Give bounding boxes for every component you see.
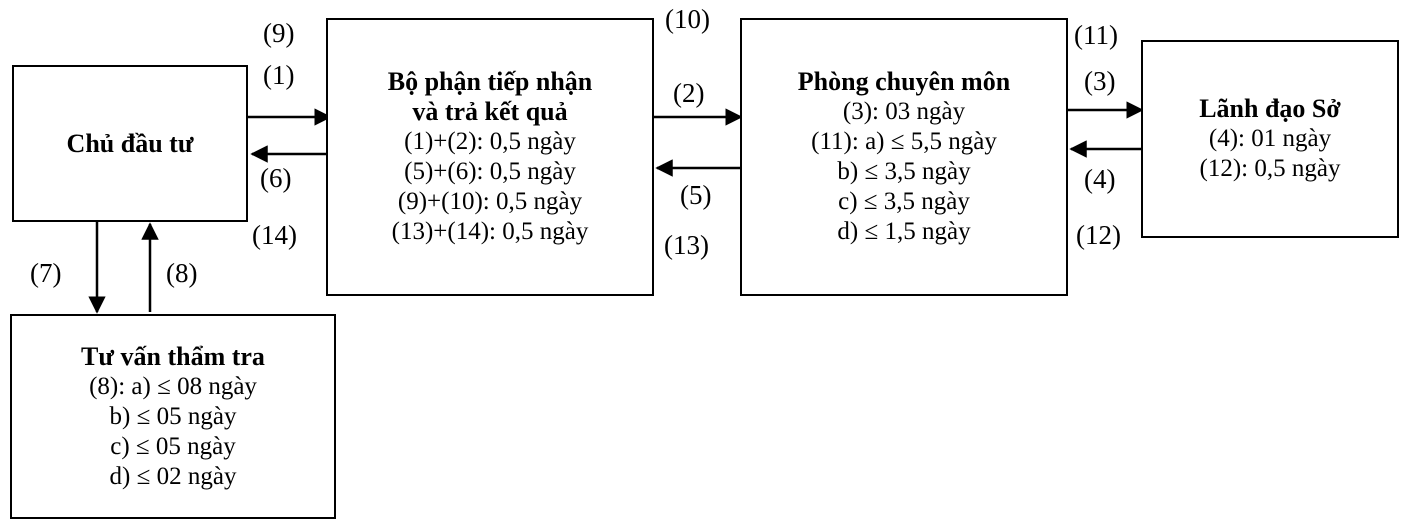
bo-phan-title-1: Bộ phận tiếp nhận bbox=[387, 67, 593, 96]
lanh-dao-line: (12): 0,5 ngày bbox=[1199, 155, 1341, 182]
step-label-13: (13) bbox=[664, 230, 709, 260]
bo-phan-line: (13)+(14): 0,5 ngày bbox=[391, 218, 589, 245]
tu-van-title: Tư vấn thẩm tra bbox=[81, 341, 265, 371]
step-label-9: (9) bbox=[263, 18, 295, 48]
tu-van-line: b) ≤ 05 ngày bbox=[109, 402, 237, 430]
step-label-3: (3) bbox=[1084, 66, 1116, 96]
bo-phan-line: (1)+(2): 0,5 ngày bbox=[404, 128, 576, 155]
bo-phan-box: Bộ phận tiếp nhận và trả kết quả (1)+(2)… bbox=[326, 18, 654, 296]
phong-line: (11): a) ≤ 5,5 ngày bbox=[811, 128, 997, 155]
chu-dau-tu-title: Chủ đầu tư bbox=[66, 128, 194, 158]
bo-phan-line: (5)+(6): 0,5 ngày bbox=[404, 158, 576, 185]
step-label-2: (2) bbox=[673, 78, 705, 108]
bo-phan-line: (9)+(10): 0,5 ngày bbox=[397, 188, 583, 215]
phong-line: b) ≤ 3,5 ngày bbox=[837, 158, 971, 185]
phong-line: c) ≤ 3,5 ngày bbox=[838, 188, 970, 215]
step-label-14: (14) bbox=[252, 220, 297, 250]
bo-phan-title-2: và trả kết quả bbox=[412, 97, 568, 126]
chu-dau-tu-box: Chủ đầu tư bbox=[12, 65, 248, 222]
tu-van-box: Tư vấn thẩm tra (8): a) ≤ 08 ngày b) ≤ 0… bbox=[10, 314, 336, 519]
step-label-7: (7) bbox=[30, 258, 62, 288]
phong-line: d) ≤ 1,5 ngày bbox=[837, 218, 971, 245]
step-label-12: (12) bbox=[1076, 220, 1121, 250]
phong-chuyen-mon-box: Phòng chuyên môn (3): 03 ngày (11): a) ≤… bbox=[740, 18, 1068, 296]
step-label-1: (1) bbox=[263, 60, 295, 90]
step-label-8: (8) bbox=[166, 258, 198, 288]
step-label-11: (11) bbox=[1074, 20, 1118, 50]
lanh-dao-line: (4): 01 ngày bbox=[1208, 125, 1332, 152]
lanh-dao-box: Lãnh đạo Sở (4): 01 ngày (12): 0,5 ngày bbox=[1141, 40, 1399, 238]
step-label-10: (10) bbox=[665, 4, 710, 34]
tu-van-line: c) ≤ 05 ngày bbox=[110, 432, 236, 460]
phong-title: Phòng chuyên môn bbox=[797, 67, 1011, 96]
tu-van-line: (8): a) ≤ 08 ngày bbox=[89, 372, 257, 400]
step-label-5: (5) bbox=[680, 180, 712, 210]
step-label-6: (6) bbox=[260, 163, 292, 193]
lanh-dao-title: Lãnh đạo Sở bbox=[1199, 94, 1341, 123]
phong-line: (3): 03 ngày bbox=[842, 98, 966, 125]
step-label-4: (4) bbox=[1084, 164, 1116, 194]
tu-van-line: d) ≤ 02 ngày bbox=[109, 462, 237, 490]
